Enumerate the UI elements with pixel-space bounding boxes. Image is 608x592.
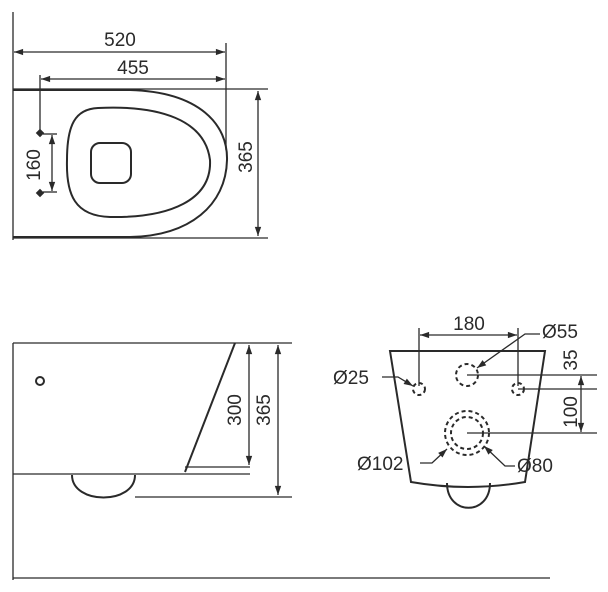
- bowl-front-edge: [184, 342, 236, 473]
- bowl-bottom: [71, 474, 136, 499]
- rear-outline: [388, 350, 547, 488]
- label-d80: Ø80: [517, 456, 553, 477]
- label-180: 180: [453, 314, 485, 335]
- rear-view: 180 35 100 Ø55 Ø25 Ø102 Ø80: [333, 314, 597, 509]
- leader-25: [382, 376, 414, 387]
- bowl-opening: [90, 142, 132, 184]
- inlet-hole: [35, 376, 45, 386]
- label-455: 455: [117, 58, 149, 79]
- label-520: 520: [104, 30, 136, 51]
- label-d102: Ø102: [357, 454, 403, 475]
- seat-outline: [65, 106, 212, 219]
- bowl-outline: [13, 89, 229, 238]
- label-365-top: 365: [236, 141, 257, 173]
- rear-bowl-bottom: [446, 482, 491, 509]
- bolt-hole-left: [412, 382, 426, 396]
- label-35: 35: [561, 349, 582, 370]
- side-view: 300 365: [12, 342, 550, 580]
- hinge-point: [35, 128, 45, 138]
- leader-80: [483, 445, 515, 467]
- label-d25: Ø25: [333, 368, 369, 389]
- label-300: 300: [225, 394, 246, 426]
- hinge-point: [35, 188, 45, 198]
- label-d55: Ø55: [542, 322, 578, 343]
- leader-102: [420, 448, 448, 464]
- label-160: 160: [24, 149, 45, 181]
- label-100: 100: [561, 396, 582, 428]
- label-365-side: 365: [254, 394, 275, 426]
- leader-55: [476, 333, 540, 369]
- top-view: 520 455 160 365: [12, 12, 268, 240]
